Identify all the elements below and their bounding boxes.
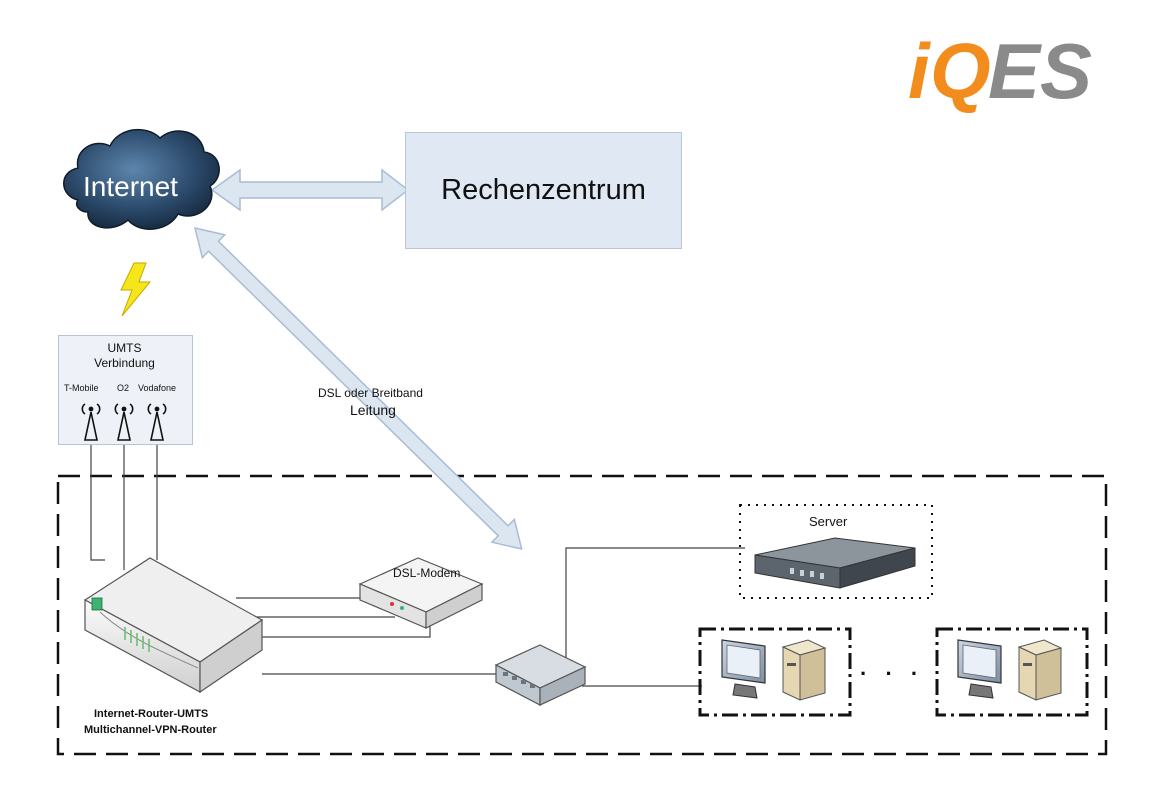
umts-title-line1: UMTS bbox=[107, 341, 142, 355]
antenna-icon-vodafone bbox=[147, 403, 167, 441]
wireless-lightning-icon bbox=[120, 262, 152, 317]
antenna-icon-o2 bbox=[114, 403, 134, 441]
workstation-icon-2 bbox=[957, 639, 1063, 701]
dsl-link-label-line2: Leitung bbox=[350, 402, 396, 418]
router-label-line1: Internet-Router-UMTS bbox=[94, 708, 209, 720]
internet-cloud-icon bbox=[63, 128, 220, 230]
datacenter-box: Rechenzentrum bbox=[405, 132, 682, 249]
iqes-logo: i Q ES bbox=[890, 22, 1120, 122]
datacenter-label: Rechenzentrum bbox=[441, 174, 646, 206]
logo-letter-q: Q bbox=[930, 27, 991, 115]
logo-letters-es: ES bbox=[988, 27, 1093, 115]
workstation-icon-1 bbox=[721, 639, 827, 701]
server-label: Server bbox=[809, 514, 848, 529]
umts-connection-box bbox=[58, 335, 193, 445]
provider-o2-label: O2 bbox=[117, 383, 130, 393]
server-zone bbox=[739, 504, 933, 599]
umts-wires bbox=[90, 443, 158, 570]
server-rack-icon bbox=[754, 537, 916, 589]
arrow-internet-modem bbox=[193, 226, 523, 551]
umts-title-line2: Verbindung bbox=[94, 356, 155, 370]
dsl-link-label-line1: DSL oder Breitband bbox=[318, 386, 423, 400]
network-switch-device bbox=[494, 644, 587, 706]
router-label-line2: Multichannel-VPN-Router bbox=[84, 724, 217, 736]
dsl-modem-device bbox=[358, 557, 484, 629]
provider-vodafone-label: Vodafone bbox=[138, 383, 177, 393]
site-boundary bbox=[56, 474, 1108, 756]
antenna-icon-t-mobile bbox=[81, 403, 101, 441]
workstation-zone-2 bbox=[935, 627, 1089, 717]
router-device bbox=[83, 557, 264, 694]
workstation-zone-1 bbox=[698, 627, 852, 717]
workstation-ellipsis: · · · bbox=[860, 661, 925, 686]
internet-label: Internet bbox=[83, 171, 178, 202]
dsl-modem-label: DSL-Modem bbox=[393, 566, 461, 580]
logo-letter-i: i bbox=[908, 27, 930, 115]
provider-t-mobile-label: T-Mobile bbox=[64, 383, 99, 393]
